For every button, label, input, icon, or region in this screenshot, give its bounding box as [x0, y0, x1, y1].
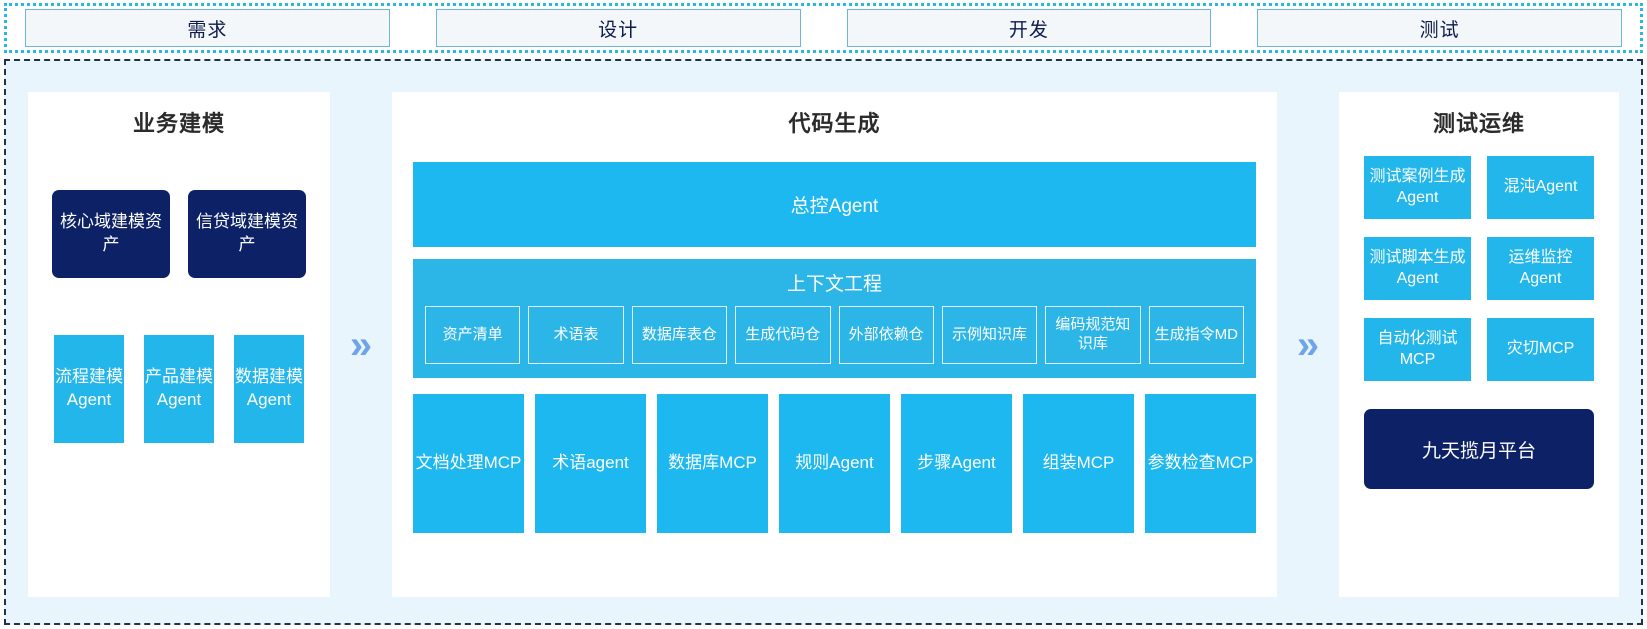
tool-label: 文档处理MCP	[415, 453, 522, 473]
tool-label: 术语agent	[552, 453, 629, 473]
chevron-right-icon-left: »	[330, 92, 392, 597]
main-diagram-area: 业务建模 核心域建模资产 信贷域建模资产 流程建模Agent 产品建模Agent…	[4, 59, 1643, 625]
tool-box-database-mcp[interactable]: 数据库MCP	[657, 394, 768, 533]
testops-box-test-script-generation-agent[interactable]: 测试脚本生成Agent	[1364, 237, 1471, 300]
context-item-external-dependency-repo[interactable]: 外部依赖仓	[838, 306, 934, 364]
agent-box-process-modeling[interactable]: 流程建模Agent	[54, 335, 124, 443]
phase-label: 需求	[187, 19, 228, 41]
tool-box-document-processing-mcp[interactable]: 文档处理MCP	[413, 394, 524, 533]
agent-box-data-modeling[interactable]: 数据建模Agent	[234, 335, 304, 443]
phase-box-requirements[interactable]: 需求	[25, 9, 390, 47]
tool-label: 步骤Agent	[917, 453, 996, 473]
agent-label: 数据建模Agent	[235, 367, 303, 409]
testops-box-test-case-generation-agent[interactable]: 测试案例生成Agent	[1364, 156, 1471, 219]
tool-box-glossary-agent[interactable]: 术语agent	[535, 394, 646, 533]
tool-box-parameter-check-mcp[interactable]: 参数检查MCP	[1145, 394, 1256, 533]
testops-label: 测试案例生成Agent	[1369, 167, 1466, 206]
testops-box-disaster-switch-mcp[interactable]: 灾切MCP	[1487, 318, 1594, 381]
testops-label: 混沌Agent	[1503, 178, 1578, 196]
context-item-label: 资产清单	[442, 325, 503, 343]
context-item-coding-standard-knowledge-base[interactable]: 编码规范知识库	[1045, 306, 1141, 364]
tool-box-assembly-mcp[interactable]: 组装MCP	[1023, 394, 1134, 533]
context-item-glossary[interactable]: 术语表	[528, 306, 624, 364]
panel-title: 代码生成	[788, 111, 881, 136]
panel-title: 测试运维	[1432, 111, 1525, 136]
asset-box-credit-domain[interactable]: 信贷域建模资产	[188, 190, 306, 278]
testops-box-automated-test-mcp[interactable]: 自动化测试MCP	[1364, 318, 1471, 381]
context-item-label: 外部依赖仓	[848, 325, 924, 343]
agent-label: 流程建模Agent	[55, 367, 123, 409]
context-item-label: 数据库表仓	[641, 325, 717, 343]
panel-code-generation: 代码生成 总控Agent 上下文工程 资产清单 术语表	[392, 92, 1277, 597]
context-engineering-title: 上下文工程	[786, 274, 882, 295]
business-assets-row: 核心域建模资产 信贷域建模资产	[52, 190, 306, 278]
phase-label: 测试	[1419, 19, 1460, 41]
tool-label: 组装MCP	[1042, 453, 1115, 473]
tool-label: 数据库MCP	[668, 453, 757, 473]
code-generation-inner: 总控Agent 上下文工程 资产清单 术语表 数据库表仓	[392, 138, 1277, 533]
asset-box-core-domain[interactable]: 核心域建模资产	[52, 190, 170, 278]
testops-label: 运维监控Agent	[1508, 248, 1573, 287]
panel-business-modeling: 业务建模 核心域建模资产 信贷域建模资产 流程建模Agent 产品建模Agent…	[28, 92, 330, 597]
testops-box-chaos-agent[interactable]: 混沌Agent	[1487, 156, 1594, 219]
controller-agent-box[interactable]: 总控Agent	[413, 162, 1256, 247]
context-item-example-knowledge-base[interactable]: 示例知识库	[941, 306, 1038, 364]
panel-title: 业务建模	[132, 111, 225, 136]
panel-test-ops: 测试运维 测试案例生成Agent 混沌Agent 测试脚本生成Agent 运维监…	[1339, 92, 1619, 597]
platform-box-jiutian-lanyue[interactable]: 九天揽月平台	[1364, 409, 1594, 489]
context-item-generation-instruction-md[interactable]: 生成指令MD	[1148, 306, 1244, 364]
context-item-label: 编码规范知识库	[1055, 316, 1131, 352]
testops-box-ops-monitoring-agent[interactable]: 运维监控Agent	[1487, 237, 1594, 300]
chevron-glyph: »	[349, 322, 373, 367]
phase-strip: 需求 设计 开发 测试	[4, 3, 1643, 53]
controller-agent-label: 总控Agent	[790, 196, 879, 217]
context-item-label: 术语表	[553, 325, 599, 343]
tool-box-step-agent[interactable]: 步骤Agent	[901, 394, 1012, 533]
phase-label: 开发	[1008, 19, 1049, 41]
testops-label: 自动化测试MCP	[1377, 329, 1458, 368]
tool-label: 规则Agent	[795, 453, 874, 473]
asset-label: 信贷域建模资产	[196, 212, 298, 254]
testops-label: 灾切MCP	[1506, 340, 1575, 358]
phase-label: 设计	[598, 19, 639, 41]
platform-label: 九天揽月平台	[1421, 440, 1536, 462]
context-items-row: 资产清单 术语表 数据库表仓 生成代码仓 外部依赖仓	[425, 306, 1244, 364]
context-item-asset-inventory[interactable]: 资产清单	[425, 306, 521, 364]
asset-label: 核心域建模资产	[60, 212, 162, 254]
test-ops-grid: 测试案例生成Agent 混沌Agent 测试脚本生成Agent 运维监控Agen…	[1364, 156, 1594, 381]
tool-label: 参数检查MCP	[1147, 453, 1254, 473]
context-item-label: 示例知识库	[952, 325, 1028, 343]
context-item-label: 生成指令MD	[1154, 325, 1238, 343]
chevron-right-icon-right: »	[1277, 92, 1339, 597]
business-agents-row: 流程建模Agent 产品建模Agent 数据建模Agent	[54, 335, 304, 443]
phase-box-testing[interactable]: 测试	[1257, 9, 1622, 47]
tools-row: 文档处理MCP 术语agent 数据库MCP 规则Agent 步骤Agent	[413, 394, 1256, 533]
agent-label: 产品建模Agent	[145, 367, 213, 409]
context-item-db-table-repo[interactable]: 数据库表仓	[631, 306, 728, 364]
context-item-label: 生成代码仓	[745, 325, 821, 343]
chevron-glyph: »	[1296, 322, 1320, 367]
testops-label: 测试脚本生成Agent	[1369, 248, 1466, 287]
context-engineering-band: 上下文工程 资产清单 术语表 数据库表仓 生成代码仓	[413, 259, 1256, 378]
tool-box-rule-agent[interactable]: 规则Agent	[779, 394, 890, 533]
context-item-generated-code-repo[interactable]: 生成代码仓	[735, 306, 831, 364]
phase-box-development[interactable]: 开发	[846, 9, 1212, 47]
phase-box-design[interactable]: 设计	[435, 9, 801, 47]
agent-box-product-modeling[interactable]: 产品建模Agent	[144, 335, 214, 443]
